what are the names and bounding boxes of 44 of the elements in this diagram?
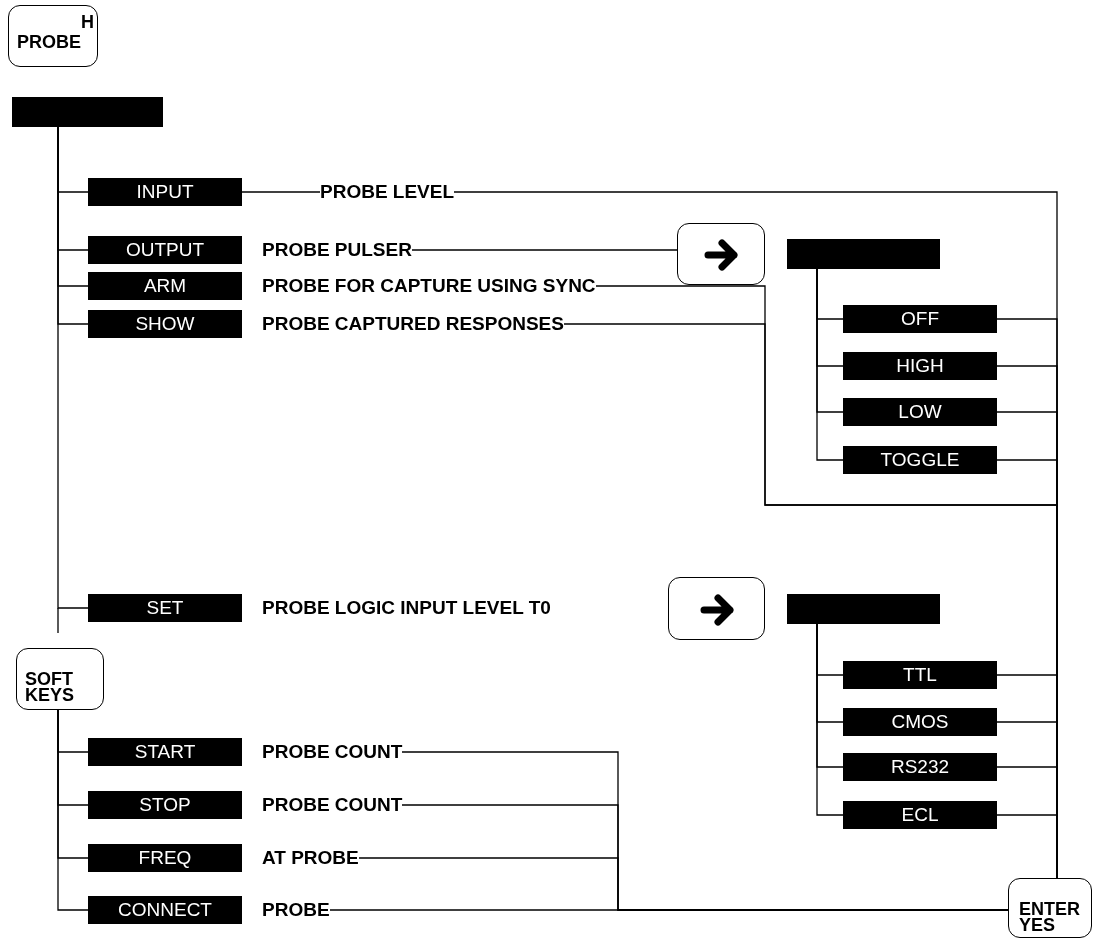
connector-line [411, 249, 678, 251]
menu-key: CONNECT [88, 896, 242, 924]
menu-description: PROBE LOGIC INPUT LEVEL T0 [262, 596, 551, 620]
menu-description: PROBE PULSER [262, 238, 412, 262]
menu-key: LOW [843, 398, 997, 426]
menu-key: SET [88, 594, 242, 622]
function-key [1008, 878, 1092, 938]
blank-menu-bar [12, 97, 163, 127]
menu-key: ARM [88, 272, 242, 300]
menu-description: PROBE FOR CAPTURE USING SYNC [262, 274, 596, 298]
blank-menu-bar [787, 594, 940, 624]
menu-key: TTL [843, 661, 997, 689]
function-key [8, 5, 98, 67]
menu-key: START [88, 738, 242, 766]
key-label: SOFT KEYS [25, 671, 76, 703]
menu-key: TOGGLE [843, 446, 997, 474]
connector-line [241, 191, 321, 193]
key-label: PROBE [17, 34, 81, 50]
connector-line [996, 814, 1058, 879]
menu-key: OFF [843, 305, 997, 333]
menu-key: ECL [843, 801, 997, 829]
arrow-key [677, 223, 765, 285]
menu-description: PROBE COUNT [262, 793, 403, 817]
menu-key: RS232 [843, 753, 997, 781]
blank-menu-bar [787, 239, 940, 269]
connector-line [816, 268, 844, 461]
menu-key: CMOS [843, 708, 997, 736]
menu-key: STOP [88, 791, 242, 819]
menu-key: OUTPUT [88, 236, 242, 264]
menu-key: HIGH [843, 352, 997, 380]
menu-key: INPUT [88, 178, 242, 206]
menu-description: PROBE CAPTURED RESPONSES [262, 312, 564, 336]
connector-line [57, 709, 89, 911]
key-label: ENTER YES [1019, 901, 1081, 933]
menu-key: FREQ [88, 844, 242, 872]
key-label: H [81, 14, 94, 30]
menu-description: PROBE COUNT [262, 740, 403, 764]
menu-description: AT PROBE [262, 846, 359, 870]
connector-line [816, 623, 844, 816]
menu-description: PROBE LEVEL [320, 180, 455, 204]
arrow-key [668, 577, 765, 640]
function-key [16, 648, 104, 710]
menu-key: SHOW [88, 310, 242, 338]
menu-description: PROBE [262, 898, 330, 922]
